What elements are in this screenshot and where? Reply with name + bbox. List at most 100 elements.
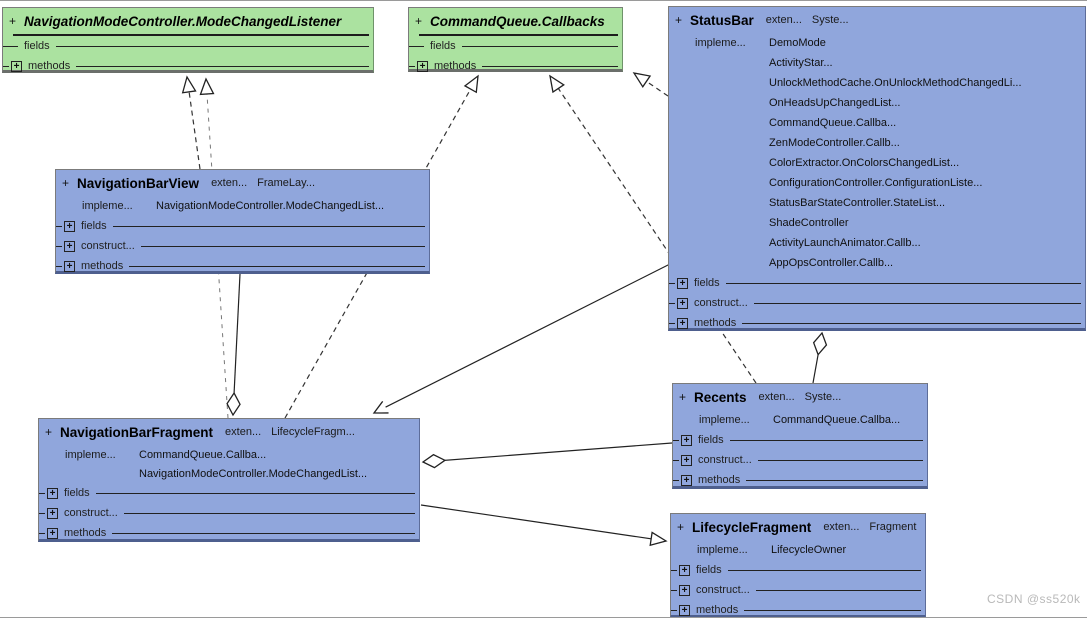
expand-constructors-icon[interactable]: +	[47, 507, 58, 519]
stub-line	[671, 569, 677, 571]
expand-fields-icon[interactable]: +	[47, 487, 58, 499]
section-rule	[140, 245, 425, 247]
expand-methods-icon[interactable]: +	[417, 60, 428, 72]
visibility-public: +	[679, 390, 687, 404]
extends-keyword: exten...	[758, 391, 795, 403]
title-underline	[13, 34, 369, 36]
stub-line	[669, 302, 675, 304]
minus-icon	[409, 45, 424, 47]
implemented-interface: ActivityLaunchAnimator.Callb...	[769, 237, 921, 249]
expand-methods-icon[interactable]: +	[11, 60, 22, 72]
section-rule	[746, 479, 923, 481]
extends-type: LifecycleFragm...	[271, 426, 355, 438]
fields-label: fields	[698, 434, 724, 446]
implements-keyword: impleme...	[697, 544, 748, 556]
visibility-public: +	[675, 13, 683, 27]
expand-methods-icon[interactable]: +	[677, 317, 688, 329]
class-navigationmodecontroller-modechangedlistener[interactable]: + NavigationModeController.ModeChangedLi…	[2, 7, 374, 73]
implemented-interface: OnHeadsUpChangedList...	[769, 97, 901, 109]
class-title: + NavigationBarView exten... FrameLay...	[56, 170, 429, 196]
stub-line	[673, 439, 679, 441]
fields-label: fields	[24, 40, 50, 52]
minus-icon	[3, 45, 18, 47]
class-statusbar[interactable]: + StatusBar exten... Syste... impleme...…	[668, 6, 1086, 331]
methods-section: + methods	[669, 313, 1085, 333]
implemented-interface: ShadeController	[769, 217, 849, 229]
expand-methods-icon[interactable]: +	[681, 474, 692, 486]
expand-methods-icon[interactable]: +	[47, 527, 58, 539]
methods-section: + methods	[673, 470, 927, 490]
section-rule	[112, 532, 415, 534]
constructors-section: + construct...	[39, 503, 419, 523]
stub-line	[39, 512, 45, 514]
expand-constructors-icon[interactable]: +	[64, 240, 75, 252]
realization-recents-commandqueue	[549, 74, 757, 384]
expand-fields-icon[interactable]: +	[679, 564, 690, 576]
implements-keyword: impleme...	[65, 448, 116, 461]
methods-section: + methods	[671, 600, 925, 617]
extends-type: Syste...	[804, 391, 842, 403]
implemented-interface: DemoMode	[769, 37, 826, 49]
stub-line	[671, 609, 677, 611]
realization-statusbar-commandqueue	[632, 72, 669, 97]
section-rule	[55, 45, 369, 47]
methods-section: + methods	[39, 523, 419, 543]
extends-keyword: exten...	[765, 14, 802, 26]
expand-fields-icon[interactable]: +	[681, 434, 692, 446]
class-navigationbarview[interactable]: + NavigationBarView exten... FrameLay...…	[55, 169, 430, 274]
expand-constructors-icon[interactable]: +	[681, 454, 692, 466]
implemented-interface: AppOpsController.Callb...	[769, 257, 894, 269]
constructors-label: construct...	[698, 454, 752, 466]
implemented-interface: UnlockMethodCache.OnUnlockMethodChangedL…	[769, 77, 1022, 89]
stub-line	[3, 65, 9, 67]
csdn-watermark: CSDN @ss520k	[987, 592, 1081, 606]
section-rule	[744, 609, 921, 611]
implements-keyword: impleme...	[699, 414, 750, 426]
fields-label: fields	[81, 220, 107, 232]
class-commandqueue-callbacks[interactable]: + CommandQueue.Callbacks fields + method…	[408, 7, 623, 72]
stub-line	[673, 459, 679, 461]
expand-methods-icon[interactable]: +	[679, 604, 690, 616]
implemented-interface: CommandQueue.Callba...	[139, 448, 267, 461]
section-rule	[755, 589, 921, 591]
stub-line	[56, 245, 62, 247]
visibility-public: +	[45, 425, 53, 439]
expand-fields-icon[interactable]: +	[677, 277, 688, 289]
implemented-interface: NavigationModeController.ModeChangedList…	[139, 467, 368, 480]
stub-line	[669, 322, 675, 324]
class-title: + CommandQueue.Callbacks	[409, 8, 622, 34]
visibility-public: +	[9, 14, 17, 28]
visibility-public: +	[677, 520, 685, 534]
fields-label: fields	[696, 564, 722, 576]
implemented-interface: ColorExtractor.OnColorsChangedList...	[769, 157, 960, 169]
stub-line	[669, 282, 675, 284]
expand-methods-icon[interactable]: +	[64, 260, 75, 272]
fields-section: fields	[409, 36, 622, 56]
extends-keyword: exten...	[823, 521, 860, 533]
aggregation-navfragment-navview	[226, 273, 241, 417]
realization-navfragment-modechangedlistener	[199, 77, 229, 419]
section-rule	[112, 225, 425, 227]
class-navigationbarfragment[interactable]: + NavigationBarFragment exten... Lifecyc…	[38, 418, 420, 542]
constructors-label: construct...	[694, 297, 748, 309]
constructors-section: + construct...	[56, 236, 429, 256]
stub-line	[39, 532, 45, 534]
fields-section: + fields	[673, 430, 927, 450]
section-rule	[729, 439, 923, 441]
stub-line	[671, 589, 677, 591]
expand-constructors-icon[interactable]: +	[677, 297, 688, 309]
implements-keyword: impleme...	[82, 200, 133, 212]
expand-fields-icon[interactable]: +	[64, 220, 75, 232]
class-lifecyclefragment[interactable]: + LifecycleFragment exten... Fragment im…	[670, 513, 926, 617]
constructors-label: construct...	[696, 584, 750, 596]
class-name: CommandQueue.Callbacks	[430, 13, 605, 29]
constructors-label: construct...	[81, 240, 135, 252]
expand-constructors-icon[interactable]: +	[679, 584, 690, 596]
class-title: + LifecycleFragment exten... Fragment	[671, 514, 925, 540]
fields-section: fields	[3, 36, 373, 56]
section-rule	[482, 65, 618, 67]
implemented-interface: CommandQueue.Callba...	[769, 117, 897, 129]
class-recents[interactable]: + Recents exten... Syste... impleme...Co…	[672, 383, 928, 489]
constructors-section: + construct...	[669, 293, 1085, 313]
